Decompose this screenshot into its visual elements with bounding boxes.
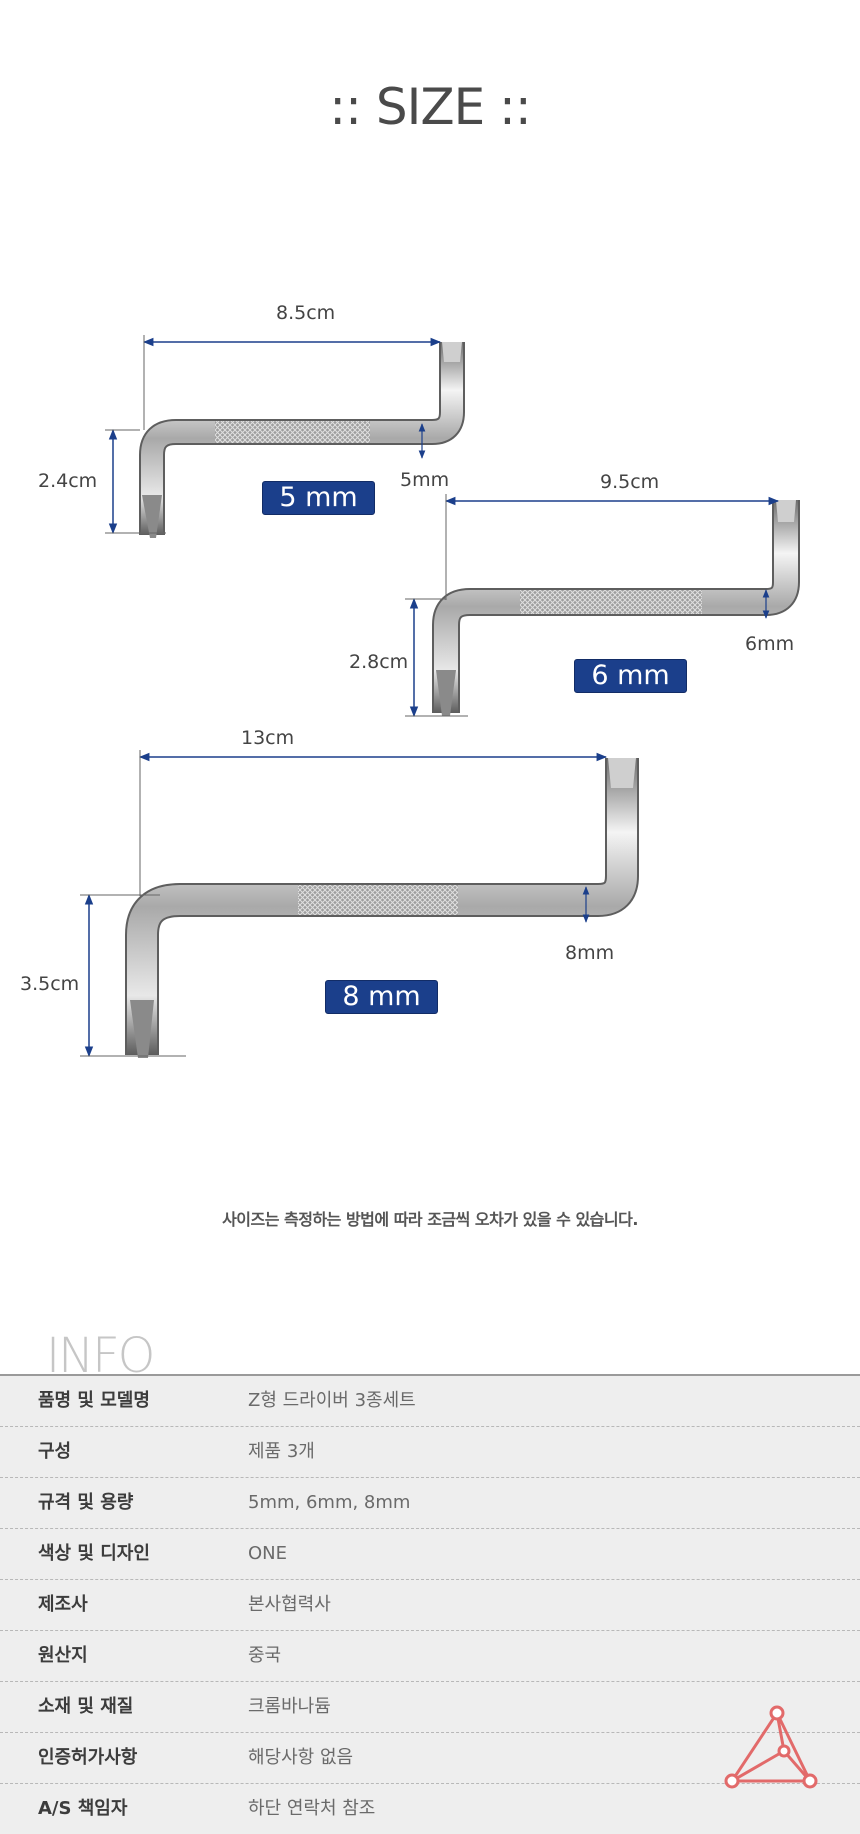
- height-label-6mm: 2.8cm: [349, 651, 408, 673]
- info-label: 인증허가사항: [38, 1747, 138, 1768]
- info-value: 본사협력사: [248, 1594, 331, 1615]
- info-value: Z형 드라이버 3종세트: [248, 1390, 416, 1411]
- size-title: :: SIZE ::: [329, 78, 532, 136]
- tip-label-8mm: 8mm: [565, 942, 614, 964]
- info-row-spec: 규격 및 용량 5mm, 6mm, 8mm: [0, 1478, 860, 1529]
- badge-8mm: 8 mm: [325, 980, 438, 1014]
- driver-5mm: [139, 342, 465, 538]
- info-value: ONE: [248, 1543, 288, 1564]
- info-row-as-contact: A/S 책임자 하단 연락처 참조: [0, 1784, 860, 1834]
- info-value: 해당사항 없음: [248, 1747, 354, 1768]
- brand-logo-icon: [724, 1705, 818, 1789]
- info-value: 5mm, 6mm, 8mm: [248, 1492, 411, 1513]
- length-label-6mm: 9.5cm: [600, 471, 659, 493]
- tip-label-6mm: 6mm: [745, 633, 794, 655]
- info-row-origin: 원산지 중국: [0, 1631, 860, 1682]
- info-label: 원산지: [38, 1645, 88, 1666]
- info-label: 소재 및 재질: [38, 1696, 134, 1717]
- info-label: 색상 및 디자인: [38, 1543, 150, 1564]
- badge-5mm: 5 mm: [262, 481, 375, 515]
- driver-6mm: [432, 500, 800, 716]
- length-label-8mm: 13cm: [241, 727, 294, 749]
- length-label-5mm: 8.5cm: [276, 302, 335, 324]
- info-row-certification: 인증허가사항 해당사항 없음: [0, 1733, 860, 1784]
- info-label: 규격 및 용량: [38, 1492, 134, 1513]
- info-row-composition: 구성 제품 3개: [0, 1427, 860, 1478]
- height-label-5mm: 2.4cm: [38, 470, 97, 492]
- info-label: A/S 책임자: [38, 1798, 128, 1819]
- dimension-lines-5mm: [105, 335, 442, 535]
- size-diagram: 8.5cm 2.4cm 5mm 9.5cm 2.8cm 6mm 13cm 3.5…: [20, 302, 800, 1058]
- info-value: 제품 3개: [248, 1441, 315, 1462]
- dimension-lines-8mm: [80, 750, 608, 1058]
- height-label-8mm: 3.5cm: [20, 973, 79, 995]
- info-row-product-name: 품명 및 모델명 Z형 드라이버 3종세트: [0, 1376, 860, 1427]
- info-value: 중국: [248, 1645, 282, 1666]
- tip-label-5mm: 5mm: [400, 469, 449, 491]
- info-row-color-design: 색상 및 디자인 ONE: [0, 1529, 860, 1580]
- badge-6mm: 6 mm: [574, 659, 687, 693]
- info-value: 크롬바나듐: [248, 1696, 331, 1717]
- info-value: 하단 연락처 참조: [248, 1798, 376, 1819]
- driver-8mm: [125, 758, 639, 1058]
- info-label: 제조사: [38, 1594, 88, 1615]
- info-row-manufacturer: 제조사 본사협력사: [0, 1580, 860, 1631]
- info-label: 구성: [38, 1441, 72, 1462]
- info-row-material: 소재 및 재질 크롬바나듐: [0, 1682, 860, 1733]
- info-table: 품명 및 모델명 Z형 드라이버 3종세트 구성 제품 3개 규격 및 용량 5…: [0, 1374, 860, 1834]
- size-notice: 사이즈는 측정하는 방법에 따라 조금씩 오차가 있을 수 있습니다.: [222, 1210, 638, 1229]
- dimension-lines-6mm: [405, 494, 780, 718]
- info-label: 품명 및 모델명: [38, 1390, 150, 1411]
